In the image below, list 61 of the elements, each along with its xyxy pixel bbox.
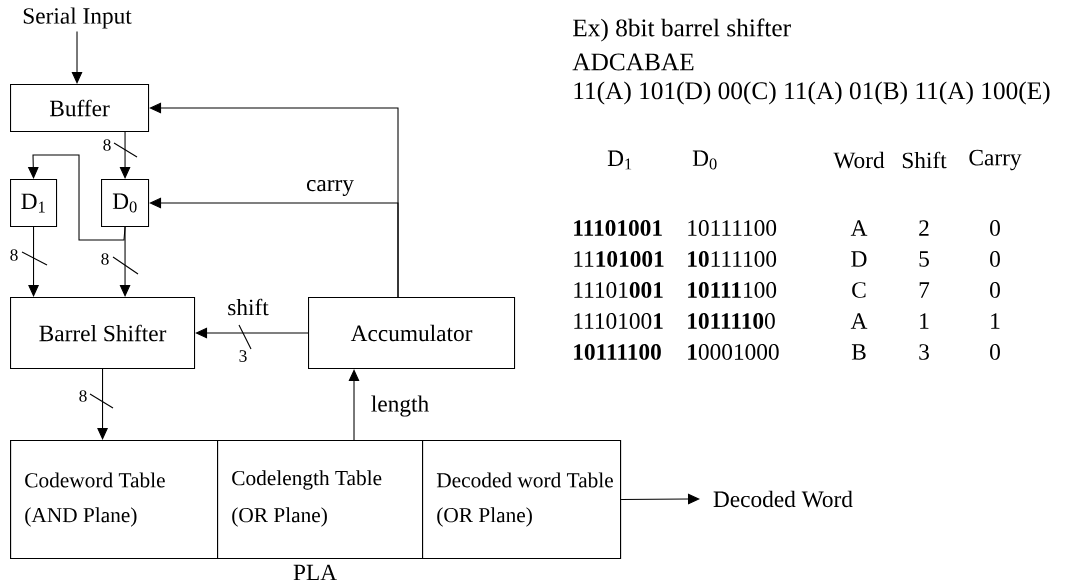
barrel-shifter-box: Barrel Shifter: [10, 297, 196, 370]
accumulator-box: Accumulator: [308, 297, 516, 370]
table-value: 11101001: [574, 220, 662, 236]
node-label: PLA: [293, 564, 337, 581]
column-header: Carry: [969, 149, 1022, 171]
table-value: 10111100: [688, 251, 777, 267]
column-header: Word: [833, 151, 885, 169]
table-value: 2: [919, 220, 929, 236]
table-value: A: [850, 313, 868, 329]
table-value: 11101001: [574, 282, 663, 298]
bus-width-mark: 8: [103, 139, 138, 158]
edge-label: shift: [225, 297, 271, 317]
arrow: [119, 131, 131, 179]
register-box: D$_{1}$: [10, 179, 58, 228]
table-value: 0: [990, 220, 1000, 236]
arrow: [195, 327, 309, 339]
column-header: D$_{0}$: [692, 150, 717, 170]
table-value: 0: [990, 282, 1000, 298]
note-text: ADCABAE: [572, 53, 694, 71]
note-text: 11(A) 101(D) 00(C) 11(A) 01(B) 11(A) 100(E): [574, 81, 1050, 105]
table-value: 11101001: [574, 313, 663, 329]
table-value: 3: [919, 344, 929, 360]
register-box: D$_{0}$: [101, 179, 150, 228]
input-label: Serial Input: [23, 7, 132, 29]
buffer-box: Buffer: [10, 84, 150, 133]
table-value: 1: [920, 313, 929, 329]
table-value: A: [850, 220, 868, 236]
bus-width-mark: 8: [79, 390, 114, 409]
column-header: D$_{1}$: [607, 150, 632, 170]
output-label: Decoded Word: [713, 490, 853, 508]
table-value: 1: [991, 313, 1000, 329]
bus-width-mark: 3: [238, 324, 252, 362]
arrow: [28, 226, 40, 297]
arrow: [97, 368, 109, 440]
table-value: 7: [919, 282, 930, 298]
table-value: 0: [990, 344, 1000, 360]
table-value: 10111100: [574, 344, 661, 360]
table-value: 10001000: [688, 344, 779, 360]
bus-width-mark: 8: [101, 253, 139, 275]
arrow: [71, 30, 83, 84]
arrow: [119, 226, 131, 297]
bus-width-mark: 8: [10, 249, 48, 266]
table-value: 5: [919, 251, 929, 267]
table-cell: Codeword Table (AND Plane): [10, 440, 219, 560]
table-cell: Decoded word Table (OR Plane): [422, 440, 622, 560]
edge-label: length: [369, 394, 431, 418]
arrow: [149, 197, 399, 298]
table-value: 10111100: [688, 220, 777, 236]
edge-label: carry: [304, 178, 356, 198]
note-text: Ex) 8bit barrel shifter: [573, 18, 791, 42]
table-value: 10111100: [688, 282, 777, 298]
table-value: C: [852, 282, 866, 298]
table-cell: Codelength Table (OR Plane): [217, 440, 424, 560]
arrow: [348, 369, 360, 441]
table-value: B: [851, 344, 866, 360]
table-value: 11101001: [574, 251, 664, 267]
column-header: Shift: [902, 151, 947, 169]
table-value: 10111100: [688, 313, 775, 329]
table-value: 0: [990, 251, 1000, 267]
arrow: [620, 493, 700, 505]
table-value: D: [851, 251, 867, 267]
